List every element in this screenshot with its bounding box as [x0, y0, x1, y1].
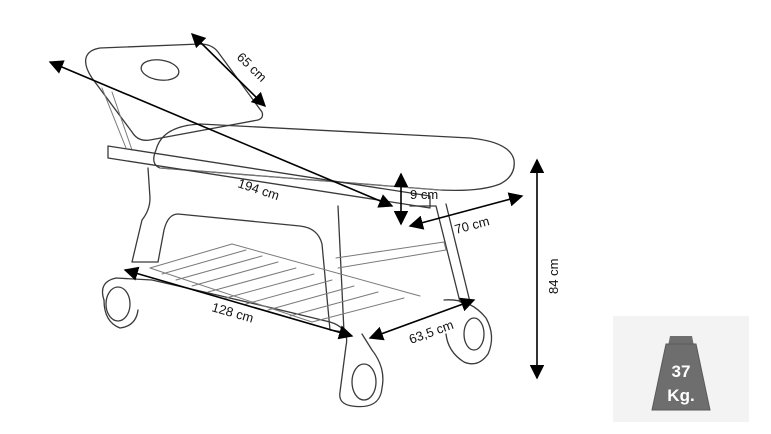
weight-icon — [651, 336, 711, 411]
right-foot-arch — [443, 299, 493, 365]
left-foot-arch — [101, 277, 384, 408]
massage-table-illustration — [84, 43, 515, 408]
shelf-slats — [149, 243, 421, 323]
front-wheel-opening — [351, 363, 377, 401]
headrest-length-label: 65 cm — [234, 49, 270, 84]
overall-length-arrow — [48, 60, 394, 208]
weight-badge: 37 Kg. — [613, 316, 749, 422]
dimension-arrows — [48, 32, 545, 380]
left-wheel-opening — [105, 286, 131, 322]
face-hole — [140, 59, 180, 81]
left-leg-frame — [131, 167, 345, 333]
width-label: 70 cm — [453, 213, 491, 237]
dimension-labels: 65 cm 194 cm 9 cm 70 cm 84 cm 128 cm 63,… — [210, 49, 561, 346]
shelf-length-arrow — [123, 266, 354, 340]
rear-wheel-opening — [463, 317, 485, 351]
overall-length-label: 194 cm — [236, 176, 281, 203]
shelf-width-arrow — [368, 297, 476, 341]
width-arrow — [408, 192, 524, 230]
height-label: 84 cm — [546, 259, 561, 294]
weight-value: 37 — [672, 362, 691, 381]
cushion-thickness-label: 9 cm — [410, 187, 438, 202]
weight-unit: Kg. — [667, 386, 694, 405]
